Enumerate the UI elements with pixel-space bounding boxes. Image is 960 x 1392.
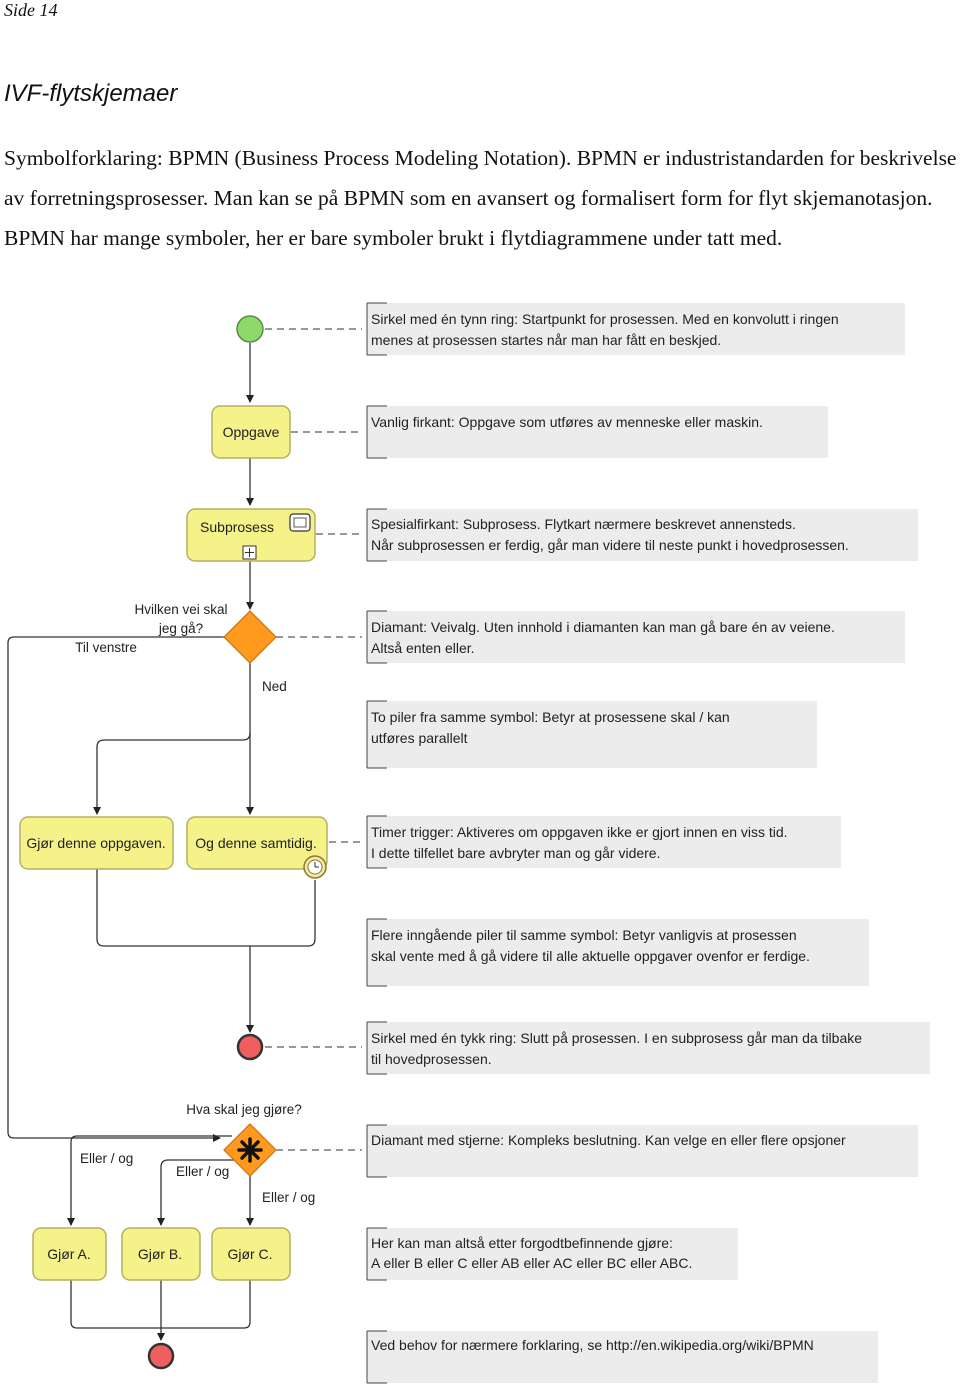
start-event: [236, 315, 264, 343]
task-og-denne: Og denne samtidig.: [186, 816, 328, 870]
label-eller-og-3: Eller / og: [262, 1190, 315, 1205]
note-join: Flere inngående piler til samme symbol: …: [366, 918, 869, 987]
note-task: Vanlig firkant: Oppgave som utføres av m…: [366, 405, 828, 459]
timer-icon: [303, 855, 327, 879]
task-gjor-denne: Gjør denne oppgaven.: [19, 816, 174, 870]
note-timer: Timer trigger: Aktiveres om oppgaven ikk…: [366, 815, 841, 869]
note-link: Ved behov for nærmere forklaring, se htt…: [366, 1330, 878, 1384]
page-header: Side 14: [4, 0, 58, 20]
note-sub-line2: Når subprosessen er ferdig, går man vide…: [371, 537, 849, 553]
note-combo-line1: Her kan man altså etter forgodtbefinnend…: [371, 1235, 673, 1251]
task-subprosess-label: Subprosess: [200, 519, 274, 535]
label-eller-og-1: Eller / og: [80, 1151, 133, 1166]
label-eller-og-2: Eller / og: [176, 1164, 229, 1179]
note-sub-line1: Spesialfirkant: Subprosess. Flytkart nær…: [371, 516, 796, 532]
note-gateway: Diamant: Veivalg. Uten innhold i diamant…: [366, 610, 905, 664]
task-oppgave-label: Oppgave: [223, 424, 280, 440]
intro-paragraph: Symbolforklaring: BPMN (Business Process…: [4, 138, 959, 258]
note-start-line1: Sirkel med én tynn ring: Startpunkt for …: [371, 311, 839, 327]
section-title: IVF-flytskjemaer: [4, 80, 178, 107]
end-event: [236, 1033, 264, 1061]
note-end-line2: til hovedprosessen.: [371, 1051, 492, 1067]
task-gjor-c: Gjør C.: [211, 1227, 291, 1281]
note-timer-line1: Timer trigger: Aktiveres om oppgaven ikk…: [371, 824, 788, 840]
note-par-line2: utføres parallelt: [371, 730, 468, 746]
note-complex: Diamant med stjerne: Kompleks beslutning…: [366, 1124, 918, 1178]
intro-text: Symbolforklaring: BPMN (Business Process…: [4, 146, 957, 250]
note-complex-line1: Diamant med stjerne: Kompleks beslutning…: [371, 1132, 846, 1148]
note-end: Sirkel med én tykk ring: Slutt på proses…: [366, 1021, 930, 1075]
note-par-line1: To piler fra samme symbol: Betyr at pros…: [371, 709, 730, 725]
note-combo-line2: A eller B eller C eller AB eller AC elle…: [371, 1255, 692, 1271]
task-oppgave: Oppgave: [211, 405, 291, 459]
final-end-event: [147, 1342, 175, 1370]
note-timer-line2: I dette tilfellet bare avbryter man og g…: [371, 845, 660, 861]
bpmn-legend-diagram: Sirkel med én tynn ring: Startpunkt for …: [7, 302, 930, 1384]
note-start: Sirkel med én tynn ring: Startpunkt for …: [366, 302, 905, 356]
note-end-line1: Sirkel med én tykk ring: Slutt på proses…: [371, 1030, 862, 1046]
note-link-line1: Ved behov for nærmere forklaring, se htt…: [371, 1337, 814, 1353]
task-gjor-b: Gjør B.: [121, 1227, 201, 1281]
task-gjor-denne-label: Gjør denne oppgaven.: [26, 835, 165, 851]
task-gjor-c-label: Gjør C.: [227, 1246, 272, 1262]
note-join-line2: skal vente med å gå videre til alle aktu…: [371, 948, 810, 964]
message-icon: [289, 513, 311, 532]
note-join-line1: Flere inngående piler til samme symbol: …: [371, 927, 797, 943]
association-lines: [265, 328, 362, 1151]
note-parallel: To piler fra samme symbol: Betyr at pros…: [366, 700, 817, 769]
task-gjor-a-label: Gjør A.: [47, 1246, 91, 1262]
complex-gateway: [223, 1123, 277, 1177]
label-til-venstre: Til venstre: [75, 640, 137, 655]
task-og-denne-label: Og denne samtidig.: [195, 835, 316, 851]
task-subprosess: Subprosess: [186, 508, 316, 562]
note-gw-line2: Altså enten eller.: [371, 640, 475, 656]
note-task-line1: Vanlig firkant: Oppgave som utføres av m…: [371, 414, 763, 430]
label-hvilken-vei-1: Hvilken vei skal: [134, 602, 227, 617]
note-start-line2: menes at prosessen startes når man har f…: [371, 332, 721, 348]
label-hva-skal: Hva skal jeg gjøre?: [186, 1102, 302, 1117]
flow-lines: [7, 343, 316, 1341]
task-gjor-b-label: Gjør B.: [138, 1246, 182, 1262]
label-hvilken-vei-2: jeg gå?: [158, 621, 203, 636]
exclusive-gateway: [223, 610, 277, 664]
note-subprocess: Spesialfirkant: Subprosess. Flytkart nær…: [366, 508, 918, 562]
note-gw-line1: Diamant: Veivalg. Uten innhold i diamant…: [371, 619, 835, 635]
task-gjor-a: Gjør A.: [32, 1227, 107, 1281]
label-ned: Ned: [262, 679, 287, 694]
note-combo: Her kan man altså etter forgodtbefinnend…: [366, 1227, 738, 1281]
